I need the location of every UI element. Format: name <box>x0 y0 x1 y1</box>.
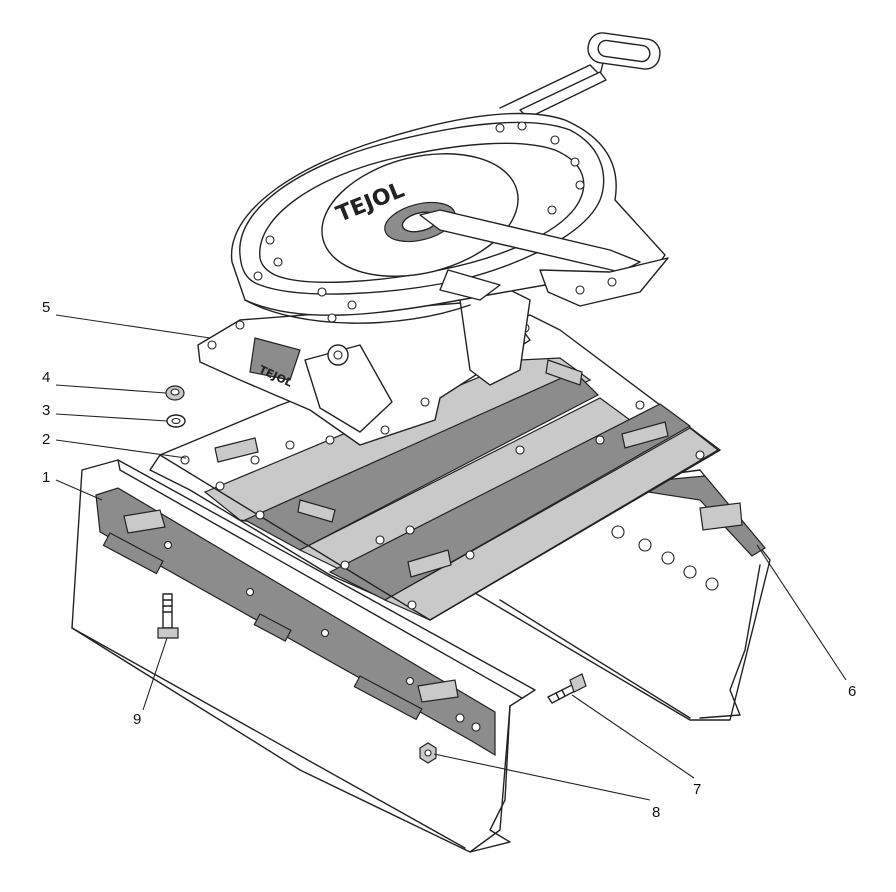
callout-5: 5 <box>42 299 50 316</box>
top-plate-bolts <box>207 121 617 435</box>
callout-9: 9 <box>133 711 141 728</box>
callout-6: 6 <box>848 683 856 700</box>
callout-4: 4 <box>42 369 50 386</box>
release-handle <box>499 32 661 119</box>
callout-numbers: 1 2 3 4 5 6 7 8 9 <box>42 299 856 821</box>
callout-1: 1 <box>42 469 50 486</box>
callout-3: 3 <box>42 402 50 419</box>
nut <box>419 742 437 764</box>
frame-rail-left <box>71 459 536 853</box>
rail-left-holes <box>163 540 481 732</box>
frame-rail-right <box>469 469 771 721</box>
mounting-plate <box>149 314 721 621</box>
bolt-vertical <box>157 593 179 639</box>
bolt <box>547 673 587 704</box>
rail-right-bolt-row <box>611 525 719 591</box>
callout-8: 8 <box>652 804 660 821</box>
washer <box>166 414 186 428</box>
callout-leaders <box>55 314 847 801</box>
fifth-wheel-coupling: TEJOL TEJOL <box>197 32 669 446</box>
plate-holes <box>180 323 705 610</box>
callout-7: 7 <box>693 781 701 798</box>
callout-2: 2 <box>42 431 50 448</box>
nut-small <box>165 385 185 401</box>
